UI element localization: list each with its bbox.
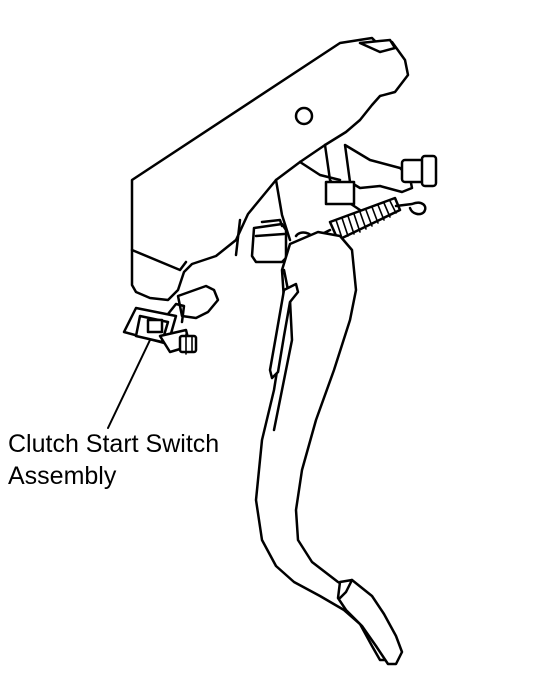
bracket-top-notch bbox=[358, 38, 397, 54]
spring-hook-right bbox=[394, 201, 427, 216]
bracket-mount-hole bbox=[294, 106, 314, 126]
callout-label-line1: Clutch Start Switch bbox=[8, 430, 220, 458]
pedal-pad-face bbox=[338, 578, 354, 600]
callout-leader-line bbox=[107, 339, 151, 429]
pedal-arm bbox=[254, 230, 398, 662]
callout-label-line2: Assembly bbox=[8, 462, 117, 490]
pivot-bolt-head bbox=[420, 154, 438, 188]
pushrod-boot bbox=[250, 222, 288, 264]
pedal-stop-bar bbox=[268, 282, 300, 380]
pedal-pad bbox=[336, 578, 404, 666]
spring-coils bbox=[335, 200, 397, 239]
clutch-start-switch bbox=[122, 302, 198, 355]
callout-label: Clutch Start Switch Assembly bbox=[8, 428, 268, 492]
pushrod-boot-rib bbox=[254, 218, 286, 238]
stopper-block bbox=[324, 180, 356, 206]
switch-bracket-tab bbox=[176, 284, 220, 320]
bracket-edge bbox=[130, 218, 242, 272]
